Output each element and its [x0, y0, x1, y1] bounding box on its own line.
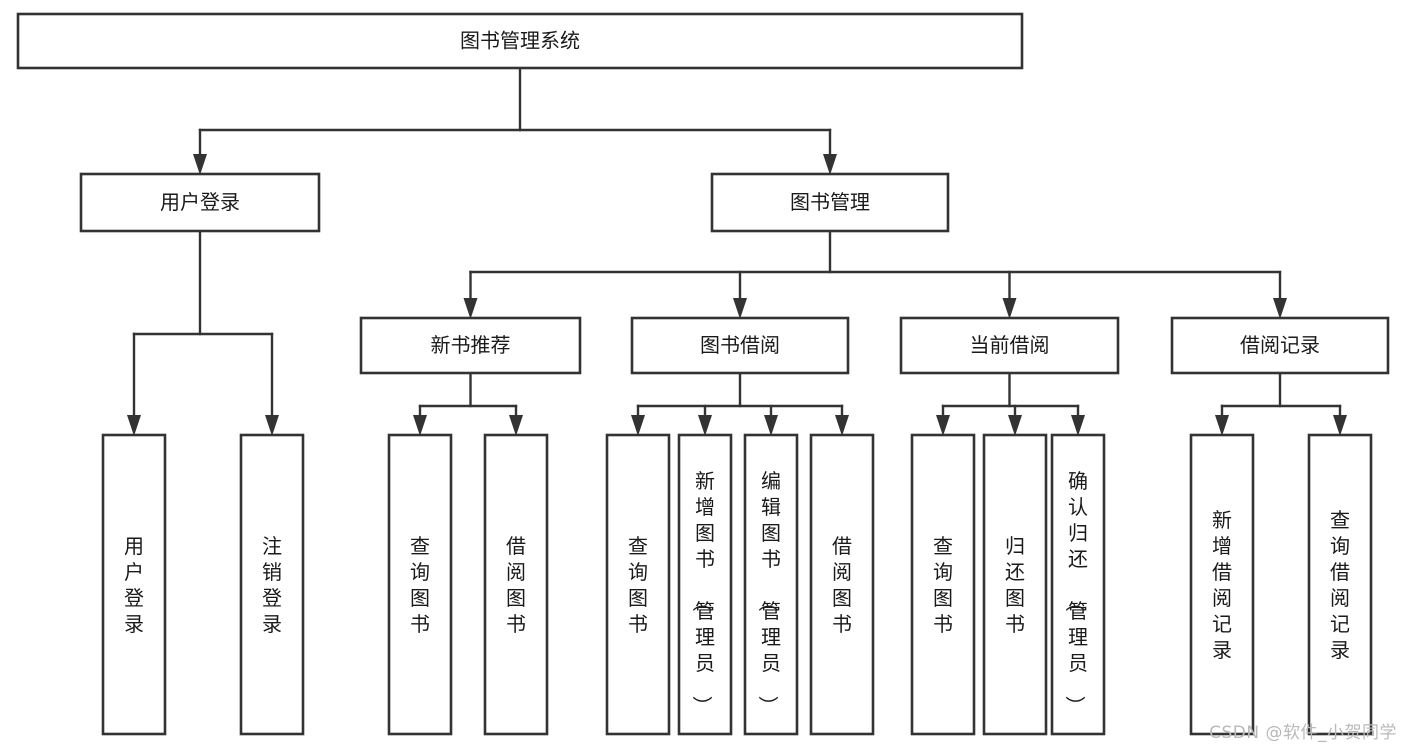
node-label: 查询借阅记录 [1330, 508, 1350, 662]
node-box[interactable] [982, 433, 1048, 736]
arrow-head-icon [1333, 415, 1347, 436]
arrow-head-icon [1002, 298, 1017, 319]
node-box[interactable] [1307, 433, 1373, 736]
node-leaf-query-book-3[interactable]: 查询图书 [910, 433, 976, 736]
node-box[interactable] [743, 433, 799, 736]
node-borrow-record[interactable]: 借阅记录 [1170, 316, 1390, 375]
connector-group [936, 371, 1085, 436]
node-label: 借阅图书 [506, 534, 526, 636]
arrow-head-icon [1071, 415, 1085, 436]
node-leaf-query-book-1[interactable]: 查询图书 [387, 433, 453, 736]
node-leaf-borrow-book-1[interactable]: 借阅图书 [483, 433, 549, 736]
node-box[interactable] [483, 433, 549, 736]
node-label: 借阅记录 [1240, 333, 1320, 357]
node-box[interactable] [79, 172, 321, 233]
arrow-head-icon [1215, 415, 1229, 436]
node-book-borrow[interactable]: 图书借阅 [630, 316, 850, 375]
arrow-head-icon [764, 415, 778, 436]
node-box[interactable] [1170, 316, 1390, 375]
arrow-head-icon [463, 298, 478, 319]
node-leaf-borrow-book-2[interactable]: 借阅图书 [809, 433, 875, 736]
node-label: 查询图书 [628, 534, 648, 636]
node-label: 查询图书 [410, 534, 430, 636]
node-box[interactable] [910, 433, 976, 736]
node-label: 注销登录 [262, 534, 282, 636]
node-book-manage[interactable]: 图书管理 [710, 172, 950, 233]
node-box[interactable] [605, 433, 671, 736]
arrow-head-icon [823, 154, 837, 175]
node-label: 新增图书（管理员） [690, 469, 715, 716]
arrow-head-icon [698, 415, 712, 436]
arrow-head-icon [193, 154, 207, 175]
connector-group [631, 371, 849, 436]
node-current-borrow[interactable]: 当前借阅 [899, 316, 1120, 375]
node-label: 确认归还（管理员） [1063, 469, 1088, 716]
node-box[interactable] [809, 433, 875, 736]
node-new-book-recommend[interactable]: 新书推荐 [359, 316, 582, 375]
node-label: 查询图书 [933, 534, 953, 636]
node-leaf-logout-login[interactable]: 注销登录 [239, 433, 305, 736]
connector-group [127, 229, 279, 436]
node-leaf-confirm-return-admin[interactable]: 确认归还（管理员） [1050, 433, 1106, 736]
node-box[interactable] [1189, 433, 1255, 736]
arrow-head-icon [936, 415, 950, 436]
node-leaf-return-book[interactable]: 归还图书 [982, 433, 1048, 736]
node-box[interactable] [710, 172, 950, 233]
node-label: 新书推荐 [431, 333, 511, 357]
node-box[interactable] [677, 433, 733, 736]
node-box[interactable] [387, 433, 453, 736]
node-leaf-edit-book-admin[interactable]: 编辑图书（管理员） [743, 433, 799, 736]
nodes-layer: 图书管理系统用户登录图书管理新书推荐图书借阅当前借阅借阅记录用户登录注销登录查询… [16, 12, 1390, 736]
node-root[interactable]: 图书管理系统 [16, 12, 1024, 70]
connector-group [413, 371, 523, 436]
node-label: 图书管理 [790, 190, 870, 214]
arrow-head-icon [413, 415, 427, 436]
watermark-text: CSDN @软件_小贺同学 [1209, 723, 1397, 743]
arrow-head-icon [631, 415, 645, 436]
node-label: 借阅图书 [832, 534, 852, 636]
node-label: 编辑图书（管理员） [756, 469, 781, 716]
arrow-head-icon [127, 415, 141, 436]
arrow-head-icon [265, 415, 279, 436]
node-leaf-query-borrow-record[interactable]: 查询借阅记录 [1307, 433, 1373, 736]
node-box[interactable] [16, 12, 1024, 70]
arrow-head-icon [1008, 415, 1022, 436]
node-leaf-add-book-admin[interactable]: 新增图书（管理员） [677, 433, 733, 736]
connector-group [193, 66, 837, 175]
arrow-head-icon [733, 298, 747, 319]
node-box[interactable] [239, 433, 305, 736]
arrow-head-icon [1273, 298, 1287, 319]
node-label: 当前借阅 [970, 333, 1050, 357]
node-label: 图书管理系统 [460, 29, 580, 53]
connector-group [463, 229, 1287, 319]
node-label: 用户登录 [124, 534, 144, 636]
node-label: 归还图书 [1005, 534, 1025, 636]
connectors-layer [127, 66, 1347, 436]
node-box[interactable] [1050, 433, 1106, 736]
node-label: 新增借阅记录 [1212, 508, 1232, 662]
node-box[interactable] [899, 316, 1120, 375]
node-leaf-add-borrow-record[interactable]: 新增借阅记录 [1189, 433, 1255, 736]
connector-group [1215, 371, 1347, 436]
node-user-login[interactable]: 用户登录 [79, 172, 321, 233]
node-leaf-user-login[interactable]: 用户登录 [101, 433, 167, 736]
node-leaf-query-book-2[interactable]: 查询图书 [605, 433, 671, 736]
node-box[interactable] [630, 316, 850, 375]
node-box[interactable] [101, 433, 167, 736]
node-label: 用户登录 [160, 190, 240, 214]
node-label: 图书借阅 [700, 333, 780, 357]
arrow-head-icon [835, 415, 849, 436]
arrow-head-icon [509, 415, 523, 436]
node-box[interactable] [359, 316, 582, 375]
